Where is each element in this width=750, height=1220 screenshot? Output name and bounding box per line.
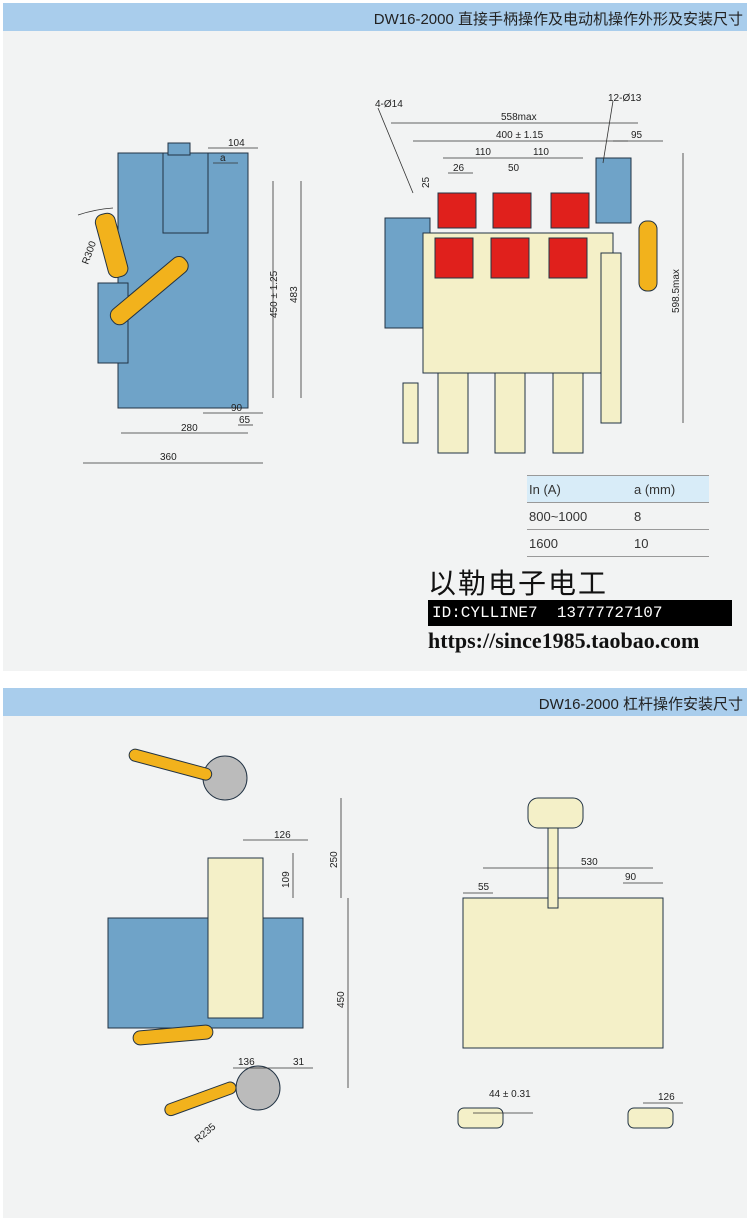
dim-label: 110 [533, 147, 549, 158]
dim-label: 4-Ø14 [375, 99, 403, 110]
cell: 8 [634, 508, 642, 524]
dimension-drawing-1: 104 a R300 450 ± 1.25 483 90 65 280 360 [77, 93, 684, 464]
cell: 800~1000 [529, 508, 588, 524]
dim-label: 109 [281, 871, 292, 888]
watermark-id: ID:CYLLINE7 13777727107 [428, 600, 732, 626]
dim-label: 136 [238, 1057, 255, 1068]
dim-label: 110 [475, 147, 491, 158]
watermark-shop-name: 以勒电子电工 [428, 567, 609, 600]
rating-table: In (A) a (mm) 800~1000 8 1600 10 [527, 475, 709, 557]
dim-label: 55 [478, 882, 490, 893]
breaker-front-view: 4-Ø14 558max 400 ± 1.15 12-Ø13 95 110 11… [375, 93, 684, 454]
section-header: DW16-2000 直接手柄操作及电动机操作外形及安装尺寸 [3, 3, 747, 31]
dim-label: 126 [274, 830, 291, 841]
dim-label: a [220, 153, 226, 164]
section-title: DW16-2000 直接手柄操作及电动机操作外形及安装尺寸 [373, 11, 743, 28]
lever-side-view: 126 250 109 450 136 31 R235 [107, 748, 349, 1145]
dimension-drawing-2: 126 250 109 450 136 31 R235 530 55 90 44… [107, 748, 683, 1145]
dim-label: 90 [625, 872, 637, 883]
dim-label: 598.5max [671, 269, 682, 313]
dim-label: 65 [239, 415, 251, 426]
dim-label: 530 [581, 857, 598, 868]
dim-label: 90 [231, 403, 243, 414]
dim-label: R235 [193, 1121, 219, 1145]
section-header: DW16-2000 杠杆操作安装尺寸 [3, 688, 747, 716]
dim-label: 450 [336, 991, 347, 1008]
dim-label: 104 [228, 138, 245, 149]
dim-label: 280 [181, 423, 198, 434]
dim-label: 31 [293, 1057, 305, 1068]
table-header: In (A) a (mm) [527, 475, 709, 503]
dim-label: 44 ± 0.31 [489, 1089, 531, 1100]
dim-label: 12-Ø13 [608, 93, 642, 104]
dim-label: 25 [421, 176, 432, 188]
dim-label: 450 ± 1.25 [269, 270, 280, 318]
dim-label: 400 ± 1.15 [496, 130, 544, 141]
dim-label: 250 [329, 851, 340, 868]
dim-label: 558max [501, 112, 537, 123]
dim-label: 483 [289, 286, 300, 303]
header-cell: a (mm) [634, 481, 676, 497]
dim-label: 360 [160, 452, 177, 463]
table-row: 1600 10 [527, 530, 709, 557]
handle-motor-operation-panel: DW16-2000 直接手柄操作及电动机操作外形及安装尺寸 104 a R300… [3, 3, 747, 671]
watermark-url: https://since1985.taobao.com [428, 628, 700, 653]
dim-label: 50 [508, 163, 520, 174]
header-cell: In (A) [529, 481, 561, 497]
lever-front-view: 530 55 90 44 ± 0.31 126 [457, 797, 683, 1129]
dim-label: R300 [80, 239, 99, 266]
lever-operation-panel: DW16-2000 杠杆操作安装尺寸 126 250 109 450 136 3… [3, 688, 747, 1218]
dim-label: 95 [631, 130, 643, 141]
dim-label: 126 [658, 1092, 675, 1103]
breaker-side-view: 104 a R300 450 ± 1.25 483 90 65 280 360 [77, 138, 302, 464]
table-row: 800~1000 8 [527, 503, 709, 530]
cell: 10 [634, 535, 649, 551]
cell: 1600 [529, 535, 558, 551]
section-title: DW16-2000 杠杆操作安装尺寸 [538, 696, 743, 713]
dim-label: 26 [453, 163, 465, 174]
